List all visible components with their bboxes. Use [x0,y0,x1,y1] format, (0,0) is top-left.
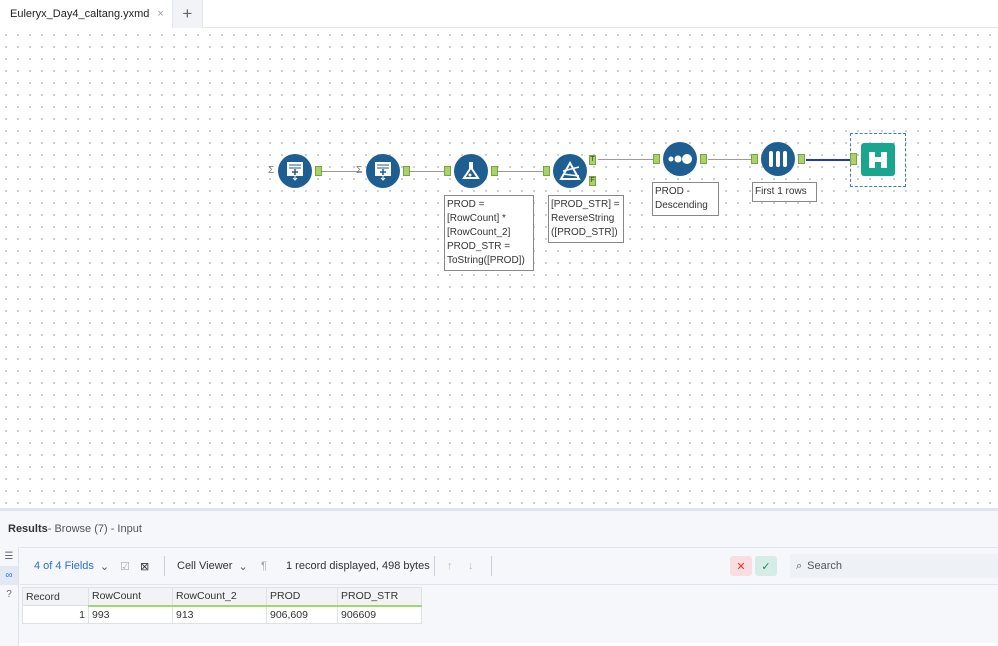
add-tab-button[interactable]: + [172,0,203,28]
output-anchor[interactable] [798,154,805,164]
input-anchor[interactable] [543,166,550,176]
search-input[interactable]: ⌕ Search [790,554,998,578]
apply-button[interactable]: ✓ [755,556,777,576]
list-icon[interactable]: ☰ [4,551,14,562]
input-anchor[interactable] [751,154,758,164]
cell-viewer-dropdown[interactable]: Cell Viewer ⌄ [177,548,248,584]
formula-icon [462,162,480,179]
column-header[interactable]: PROD_STR [337,587,422,607]
chevron-down-icon: ⌄ [99,560,110,573]
results-title: Results [8,522,48,535]
checkbox-icon[interactable]: ☑ [120,560,130,573]
arrow-up-icon[interactable]: ↑ [447,560,453,572]
true-output-anchor[interactable]: T [589,155,596,165]
filter-icon [559,161,581,180]
cell[interactable]: 906,609 [266,605,338,624]
results-panel: Results - Browse (7) - Input ☰ ∞ ? 4 of … [0,508,998,646]
input-data-icon [375,162,391,181]
results-toolbar: 4 of 4 Fields ⌄ ☑ ⊠ Cell Viewer ⌄ ¶ 1 reco… [20,547,998,585]
column-header[interactable]: RowCount_2 [172,587,267,607]
viewer-label: Cell Viewer [177,560,233,572]
search-placeholder: Search [807,560,843,572]
output-anchor[interactable] [491,166,498,176]
help-icon[interactable]: ? [6,589,12,600]
column-header[interactable]: Record [22,587,89,606]
tab-workflow[interactable]: Euleryx_Day4_caltang.yxmd × [0,0,173,28]
formula-tool[interactable] [454,154,488,188]
tab-bar: Euleryx_Day4_caltang.yxmd × + [0,0,998,28]
sample-tool[interactable] [761,142,795,176]
close-icon[interactable]: × [157,8,164,20]
column-header[interactable]: RowCount [88,587,173,607]
cell[interactable]: 906609 [337,605,422,624]
cell[interactable]: 1 [22,605,89,624]
input-data-tool-2[interactable] [366,154,400,188]
column-header[interactable]: PROD [266,587,338,607]
input-anchor[interactable] [444,166,451,176]
output-anchor[interactable] [700,154,707,164]
record-status: 1 record displayed, 498 bytes [286,560,430,572]
results-subtitle: - Browse (7) - Input [47,522,142,535]
results-header: Results - Browse (7) - Input [0,511,998,546]
arrow-down-icon[interactable]: ↓ [468,560,474,572]
table-header-row: Record RowCount RowCount_2 PROD PROD_STR [22,587,422,607]
filter-tool[interactable] [553,154,587,188]
clear-icon[interactable]: ⊠ [140,560,150,573]
formula-annotation: PROD = [RowCount] * [RowCount_2] PROD_ST… [444,195,534,271]
workflow-canvas[interactable]: Σ Σ PROD = [RowCount] * [RowCount_2] PRO… [0,29,998,508]
search-icon: ⌕ [796,559,803,572]
sample-icon [769,151,787,167]
browse-tool[interactable] [861,143,895,176]
sort-icon [668,154,692,164]
input-data-icon [287,162,303,181]
output-anchor[interactable] [315,166,322,176]
cell[interactable]: 993 [88,605,173,624]
filter-annotation: [PROD_STR] = ReverseString ([PROD_STR]) [548,195,624,243]
results-table: Record RowCount RowCount_2 PROD PROD_STR… [22,587,422,624]
sort-tool[interactable] [663,142,697,176]
input-anchor[interactable] [850,153,857,165]
tab-label: Euleryx_Day4_caltang.yxmd [10,8,150,20]
sigma-anchor-icon: Σ [268,165,275,176]
chevron-down-icon: ⌄ [238,560,248,573]
table-row: 1 993 913 906,609 906609 [22,605,422,624]
cancel-button[interactable]: ✕ [730,556,752,576]
cell[interactable]: 913 [172,605,267,624]
sort-annotation: PROD - Descending [652,182,719,216]
output-anchor[interactable] [403,166,410,176]
pilcrow-icon[interactable]: ¶ [261,560,267,572]
false-output-anchor[interactable]: F [589,176,596,186]
fields-label: 4 of 4 Fields [34,560,94,572]
browse-icon [869,151,887,168]
input-anchor[interactable] [653,154,660,164]
results-sidebar: ☰ ∞ ? [0,547,19,646]
sigma-anchor-icon: Σ [356,165,363,176]
input-data-tool-1[interactable] [278,154,312,188]
sample-annotation: First 1 rows [752,182,817,202]
fields-dropdown[interactable]: 4 of 4 Fields ⌄ [34,548,109,584]
binoculars-icon[interactable]: ∞ [0,566,18,585]
